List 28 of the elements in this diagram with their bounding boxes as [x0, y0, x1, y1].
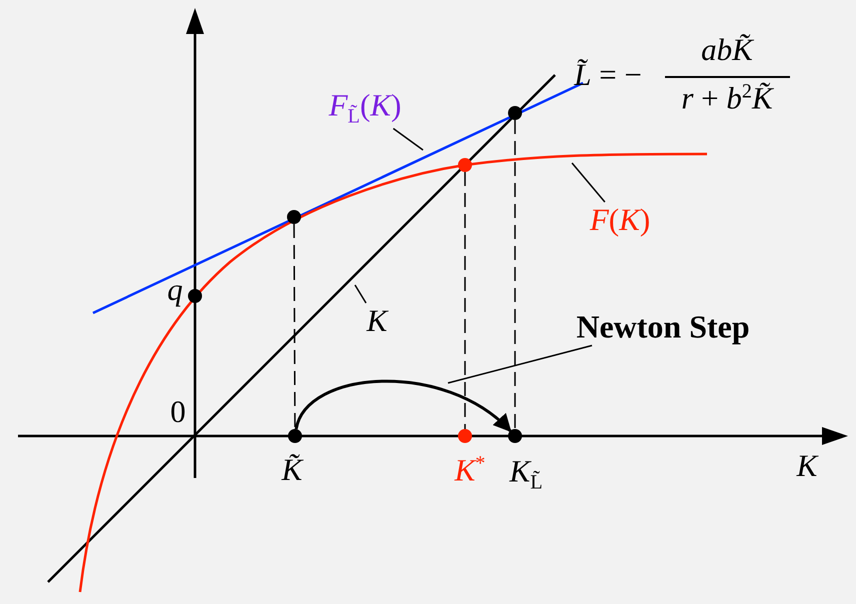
leader-line: [571, 162, 606, 202]
dashed-guide-line: [464, 172, 466, 429]
leader-line: [392, 128, 424, 151]
annotation-label: Newton Step: [576, 309, 750, 345]
tick-label: K$_{L̃}$: [510, 454, 542, 494]
point-marker: [288, 429, 302, 443]
dashed-guide-line: [514, 120, 516, 429]
line-label: K: [366, 304, 388, 338]
tick-label: 0: [170, 394, 186, 430]
formula-text: r + b$^{2}$K̃: [681, 80, 773, 116]
point-marker: [508, 106, 522, 120]
leader-line: [448, 344, 592, 384]
dashed-guide-line: [293, 224, 296, 429]
formula-text: L̃ = −: [574, 58, 642, 92]
point-marker: [188, 289, 202, 303]
function-label: F$_{L̃}$(K): [328, 88, 402, 128]
point-marker: [287, 210, 301, 224]
curved-arrow: [294, 380, 512, 432]
point-marker: [458, 429, 472, 443]
point-marker: [508, 429, 522, 443]
function-label: F(K): [590, 202, 650, 238]
leader-line: [354, 284, 367, 304]
tick-label: q: [167, 272, 183, 308]
formula-text: abK̃: [701, 32, 753, 68]
tick-label: K̃: [282, 452, 302, 488]
point-marker: [458, 158, 472, 172]
axis-label: K: [796, 448, 818, 484]
tick-label: K$^{*}$: [454, 452, 486, 488]
